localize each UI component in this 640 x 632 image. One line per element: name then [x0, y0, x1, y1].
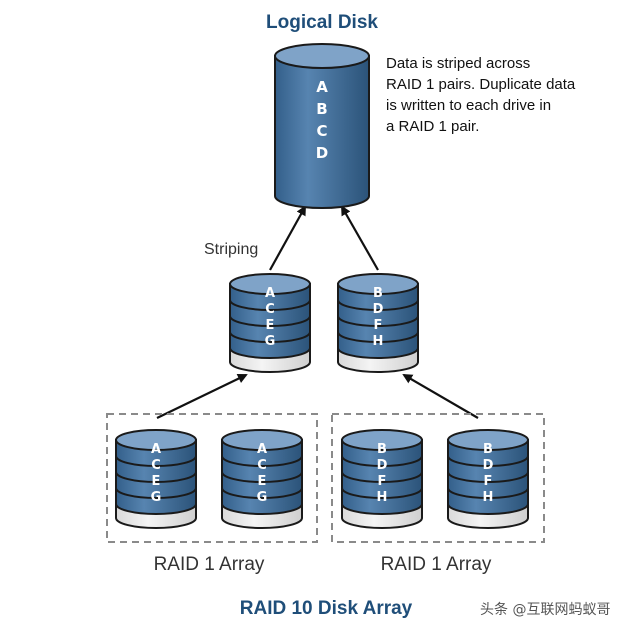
disk-letter: G [257, 490, 268, 505]
arrow-raid-right-to-stripe [402, 373, 479, 419]
disk-letter: B [483, 442, 493, 457]
striping-label: Striping [204, 241, 258, 258]
disk-letter: D [316, 144, 328, 162]
arrow-raid-left-to-stripe [156, 373, 248, 419]
disk-letter: H [377, 490, 388, 505]
disk-top [221, 429, 303, 451]
disk-top [115, 429, 197, 451]
note-line-3: is written to each drive in [386, 97, 551, 114]
logical-disk-title: Logical Disk [266, 12, 378, 33]
disk-letter: E [266, 318, 275, 333]
disk-letter: A [257, 442, 267, 457]
disk-letter: B [373, 286, 383, 301]
disk-letter: F [484, 474, 493, 489]
disk-letter: E [152, 474, 161, 489]
disk-top [341, 429, 423, 451]
disk-letter: A [265, 286, 275, 301]
cylinder-top [274, 43, 370, 69]
disk-letter: D [373, 302, 384, 317]
disk-letter: F [378, 474, 387, 489]
disk-letter: C [257, 458, 267, 473]
arrows [156, 205, 479, 419]
watermark: 头条 @互联网蚂蚁哥 [480, 601, 610, 618]
note-line-1: Data is striped across [386, 55, 530, 72]
disk-letter: D [483, 458, 494, 473]
disk-letter: H [373, 334, 384, 349]
disk-letter: H [483, 490, 494, 505]
disk-letter: B [316, 100, 327, 118]
disk-top [229, 273, 311, 295]
disk-letter: C [151, 458, 161, 473]
disk-letter: D [377, 458, 388, 473]
disk-top [337, 273, 419, 295]
disk-letter: C [316, 122, 327, 140]
disk-letter: F [374, 318, 383, 333]
disk-letter: B [377, 442, 387, 457]
raid1-array-box-left [106, 413, 318, 543]
disk-letter: G [265, 334, 276, 349]
raid1-array-label-right: RAID 1 Array [381, 554, 492, 575]
disk-letter: C [265, 302, 275, 317]
cylinder-body [274, 55, 370, 209]
disk-letter: E [258, 474, 267, 489]
disk-letter: A [316, 78, 328, 96]
raid1-array-label-left: RAID 1 Array [154, 554, 265, 575]
disk-letter: A [151, 442, 161, 457]
note-line-4: a RAID 1 pair. [386, 118, 479, 135]
arrow-stripe-left-to-logical [269, 205, 306, 271]
raid1-array-box-right [331, 413, 545, 543]
disk-letter: G [151, 490, 162, 505]
note-line-2: RAID 1 pairs. Duplicate data [386, 76, 576, 93]
arrow-stripe-right-to-logical [341, 205, 379, 271]
description-note: Data is striped across RAID 1 pairs. Dup… [386, 55, 576, 135]
raid10-footer-title: RAID 10 Disk Array [240, 598, 413, 619]
disk-top [447, 429, 529, 451]
